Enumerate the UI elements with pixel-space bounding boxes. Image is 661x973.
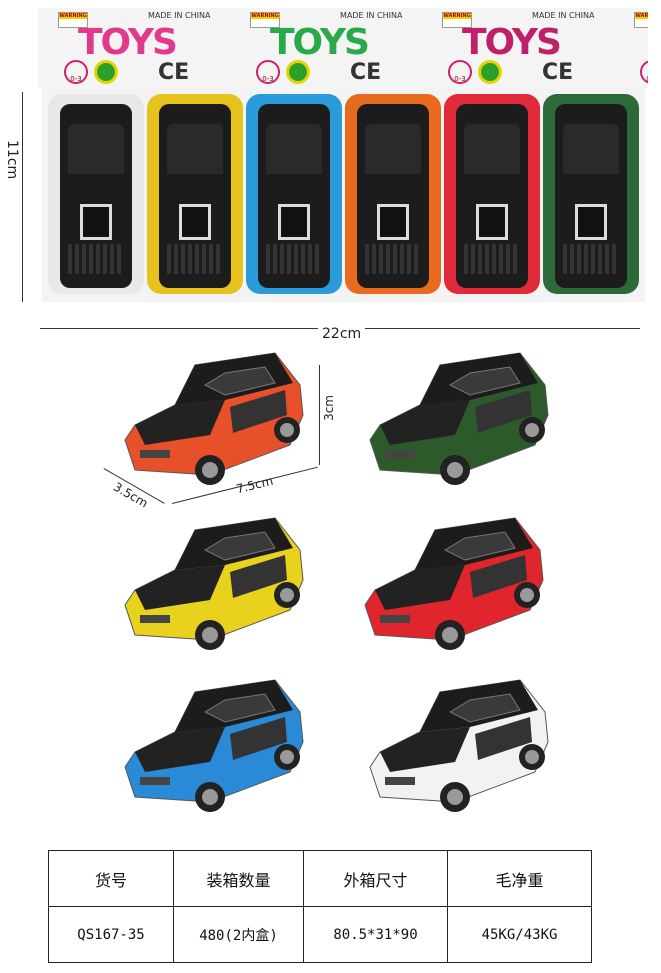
warning-label: WARNING [634,12,648,28]
car-height-line [319,365,320,465]
toy-car-photo [124,517,304,650]
recycle-icon [94,60,118,84]
width-label: 22cm [318,326,366,342]
warning-text: WARNING [251,13,279,19]
ce-mark: CE [158,60,190,85]
toy-car-photo [369,679,549,812]
tray-car-slot [444,94,540,294]
warning-text: WARNING [59,13,87,19]
height-label: 11cm [4,140,20,180]
age-text: 0-3 [454,75,466,83]
made-in-china-text: MADE IN CHINA [148,11,211,20]
car-top-view [357,104,429,288]
toy-car-photo [124,679,304,812]
tray-car-slot [543,94,639,294]
banner-segment: WARNING MADE IN CHINA TOYS 0-3 CE [594,8,648,88]
blister-tray [42,88,645,302]
toys-logo: TOYS [462,22,562,63]
car-top-view [456,104,528,288]
weight: 45KG/43KG [447,906,592,963]
recycle-icon [478,60,502,84]
age-warning-icon: 0-3 [640,60,648,84]
recycle-icon [286,60,310,84]
toys-logo: TOYS [270,22,370,63]
banner-segment: WARNING MADE IN CHINA TOYS 0-3 CE [402,8,602,88]
tray-car-slot [345,94,441,294]
tray-car-slot [147,94,243,294]
age-warning-icon: 0-3 [64,60,88,84]
header-weight: 毛净重 [447,850,592,907]
banner-segment: WARNING MADE IN CHINA TOYS 0-3 CE [38,8,218,88]
car-top-view [258,104,330,288]
car-height-label: 3cm [322,395,336,421]
header-carton-size: 外箱尺寸 [303,850,448,907]
car-top-view [555,104,627,288]
banner-segment: WARNING MADE IN CHINA TOYS 0-3 CE [210,8,410,88]
carton-qty: 480(2内盒) [173,906,304,963]
toy-car-photo [124,352,304,485]
warning-label: WARNING [58,12,88,28]
toys-logo: TOYS [78,22,178,63]
age-text: 0-3 [70,75,82,83]
ce-mark: CE [350,60,382,85]
warning-text: WARNING [635,13,648,19]
warning-text: WARNING [443,13,471,19]
toy-car-photo [364,517,544,650]
car-top-view [60,104,132,288]
ce-mark: CE [542,60,574,85]
age-warning-icon: 0-3 [448,60,472,84]
age-text: 0-3 [262,75,274,83]
warning-label: WARNING [250,12,280,28]
made-in-china-text: MADE IN CHINA [340,11,403,20]
toy-car-photo [369,352,549,485]
height-dimension-line [22,92,23,302]
carton-size: 80.5*31*90 [303,906,448,963]
tray-car-slot [48,94,144,294]
tray-car-slot [246,94,342,294]
warning-label: WARNING [442,12,472,28]
age-text: 0-3 [646,75,648,83]
car-top-view [159,104,231,288]
item-no: QS167-35 [48,906,174,963]
header-carton-qty: 装箱数量 [173,850,304,907]
spec-table: 货号 装箱数量 外箱尺寸 毛净重 QS167-35 480(2内盒) 80.5*… [48,850,592,963]
header-item-no: 货号 [48,850,174,907]
spec-value-row: QS167-35 480(2内盒) 80.5*31*90 45KG/43KG [48,906,592,963]
age-warning-icon: 0-3 [256,60,280,84]
made-in-china-text: MADE IN CHINA [532,11,595,20]
spec-header-row: 货号 装箱数量 外箱尺寸 毛净重 [48,850,592,907]
